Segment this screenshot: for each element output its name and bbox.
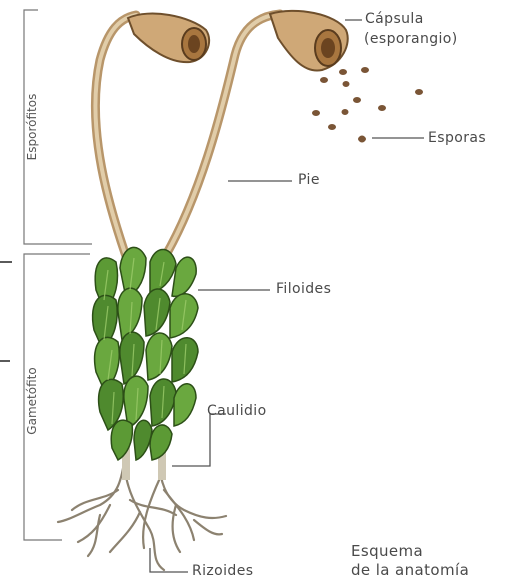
caption-esquema: Esquema — [351, 542, 423, 560]
spore-pointer-dot — [359, 136, 366, 143]
label-esporofitos: Esporófitos — [25, 87, 39, 167]
leafy-gametophyte — [93, 247, 198, 460]
label-esporas: Esporas — [428, 130, 486, 146]
label-caulidio: Caulidio — [207, 403, 267, 419]
label-esporangio: (esporangio) — [364, 31, 458, 47]
label-capsula: Cápsula — [365, 11, 424, 27]
label-rizoides: Rizoides — [192, 563, 253, 579]
right-capsule — [270, 11, 348, 71]
label-filoides: Filoides — [276, 281, 331, 297]
left-edge-ticks — [0, 262, 12, 361]
spores — [312, 67, 423, 142]
rhizoids — [58, 455, 226, 570]
left-capsule — [128, 14, 209, 63]
caption-anatomia: de la anatomía — [351, 561, 469, 579]
label-gametofito: Gametófito — [25, 359, 39, 443]
label-pie: Pie — [298, 172, 320, 188]
